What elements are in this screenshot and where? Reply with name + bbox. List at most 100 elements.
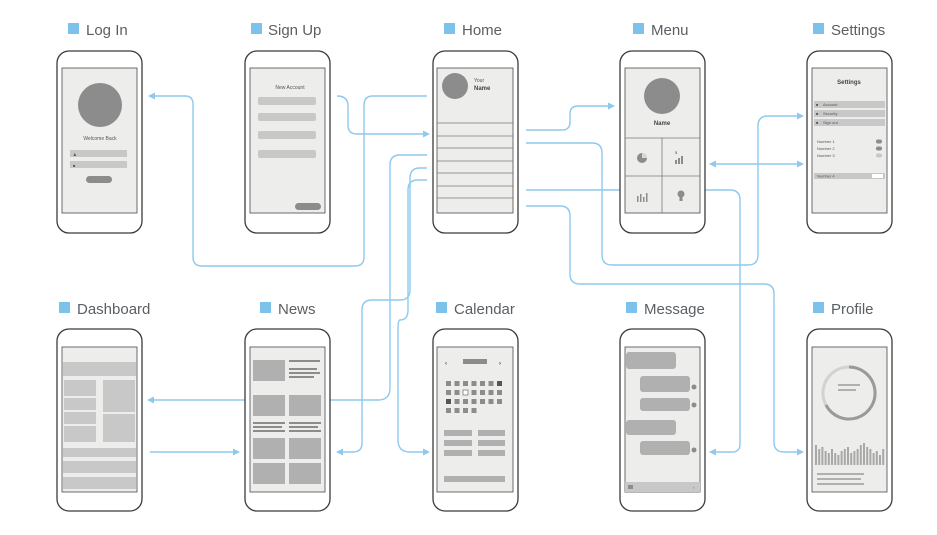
- toggle[interactable]: [876, 146, 882, 151]
- calendar-day[interactable]: [446, 408, 451, 413]
- arrowhead-menu: [608, 102, 615, 110]
- title-home-text: Home: [462, 22, 502, 39]
- calendar-day[interactable]: [446, 399, 451, 404]
- calendar-day[interactable]: [497, 381, 502, 386]
- title-signup: Sign Up: [251, 22, 321, 39]
- column-chart-icon[interactable]: [637, 193, 648, 202]
- settings-row-2[interactable]: ■Security: [814, 110, 885, 117]
- number-label: Number 4: [817, 174, 835, 179]
- calendar-day[interactable]: [471, 381, 477, 386]
- calendar-day[interactable]: [480, 381, 485, 386]
- calendar-day[interactable]: [446, 381, 451, 386]
- new-account-heading: New Account: [275, 85, 305, 91]
- profile-bar: [821, 447, 824, 465]
- calendar-day[interactable]: [488, 399, 494, 404]
- connector-calendar: [397, 179, 427, 453]
- settings-number-2[interactable]: Number 2: [817, 146, 882, 151]
- title-calendar-text: Calendar: [454, 301, 515, 318]
- password-field[interactable]: [70, 161, 127, 168]
- settings-row-label: Account: [823, 102, 838, 107]
- calendar-day[interactable]: [471, 399, 477, 404]
- profile-bar: [847, 447, 849, 465]
- calendar-day[interactable]: [454, 390, 460, 395]
- settings-row-icon: ■: [816, 120, 819, 125]
- profile-bar: [872, 453, 875, 465]
- signup-field-2[interactable]: [258, 113, 316, 121]
- toggle[interactable]: [876, 139, 882, 144]
- home-your: Your: [474, 78, 484, 84]
- phone-signup: New Account: [244, 50, 331, 234]
- calendar-day[interactable]: [480, 390, 485, 395]
- calendar-day[interactable]: [471, 408, 477, 413]
- calendar-day[interactable]: [462, 389, 469, 396]
- number-label: Number 2: [817, 146, 835, 151]
- title-profile: Profile: [813, 301, 874, 318]
- phone-profile: [806, 328, 893, 512]
- send-icon[interactable]: ›: [693, 485, 695, 490]
- settings-number-3[interactable]: Number 3: [817, 153, 882, 158]
- profile-bar: [834, 453, 837, 465]
- pie-chart-icon[interactable]: [637, 153, 647, 163]
- image-icon[interactable]: [628, 485, 633, 489]
- connector-home-login: [154, 95, 427, 267]
- home-name: Name: [474, 86, 491, 92]
- arrowhead-dash-news: [233, 448, 240, 456]
- signup-field-3[interactable]: [258, 131, 316, 139]
- connector-settings: [526, 115, 797, 266]
- signup-field-4[interactable]: [258, 150, 316, 158]
- title-news-text: News: [278, 301, 316, 318]
- calendar-day[interactable]: [454, 408, 460, 413]
- title-message-text: Message: [644, 301, 705, 318]
- phone-menu: Name $: [619, 50, 706, 234]
- calendar-day[interactable]: [497, 390, 502, 395]
- signup-field-1[interactable]: [258, 97, 316, 105]
- next-month-button[interactable]: ›: [499, 361, 501, 367]
- calendar-day[interactable]: [488, 390, 494, 395]
- toggle[interactable]: [876, 153, 882, 158]
- title-home: Home: [444, 22, 502, 39]
- message-input-bar[interactable]: [625, 482, 700, 492]
- home-menu-list: [437, 122, 513, 199]
- title-login: Log In: [68, 22, 128, 39]
- title-menu: Menu: [633, 22, 689, 39]
- settings-row-1[interactable]: ■Account: [814, 101, 885, 108]
- calendar-day[interactable]: [480, 399, 485, 404]
- calendar-day[interactable]: [463, 399, 468, 404]
- avatar: [78, 83, 122, 127]
- connector-profile: [526, 205, 797, 453]
- signup-button[interactable]: [295, 203, 321, 210]
- calendar-day[interactable]: [471, 390, 477, 395]
- settings-number-4[interactable]: Number 4: [814, 173, 885, 179]
- user-icon: ♟: [73, 152, 77, 157]
- profile-bar: [863, 443, 865, 465]
- profile-bar: [818, 449, 821, 465]
- profile-bar: [827, 453, 830, 465]
- settings-row-icon: ■: [816, 111, 819, 116]
- settings-row-3[interactable]: ■ Sign out: [814, 119, 885, 126]
- settings-number-1[interactable]: Number 1: [817, 139, 882, 144]
- username-field[interactable]: [70, 150, 127, 157]
- settings-row-label: Sign out: [823, 120, 839, 125]
- lightbulb-icon[interactable]: [677, 190, 685, 202]
- message-bubble-in: [626, 420, 676, 435]
- message-bubble-in: [626, 352, 676, 369]
- arrowhead-news: [336, 448, 343, 456]
- calendar-day[interactable]: [463, 408, 468, 413]
- calendar-day[interactable]: [463, 381, 468, 386]
- calendar-day[interactable]: [497, 399, 502, 404]
- calendar-day[interactable]: [446, 390, 451, 395]
- phone-dashboard: [56, 328, 143, 512]
- calendar-day[interactable]: [454, 399, 460, 404]
- calendar-day[interactable]: [454, 381, 460, 386]
- prev-month-button[interactable]: ‹: [445, 361, 447, 367]
- stepper[interactable]: [872, 174, 883, 178]
- login-button[interactable]: [86, 176, 112, 183]
- phone-login: Welcome Back ♟ ■: [56, 50, 143, 234]
- bar-chart-icon[interactable]: $: [675, 150, 683, 164]
- calendar-day[interactable]: [488, 381, 494, 386]
- screen-titles: Log In Sign Up Home Menu Settings Dashbo…: [59, 22, 885, 318]
- arrowhead-message: [709, 448, 716, 456]
- lock-icon: ■: [73, 163, 76, 168]
